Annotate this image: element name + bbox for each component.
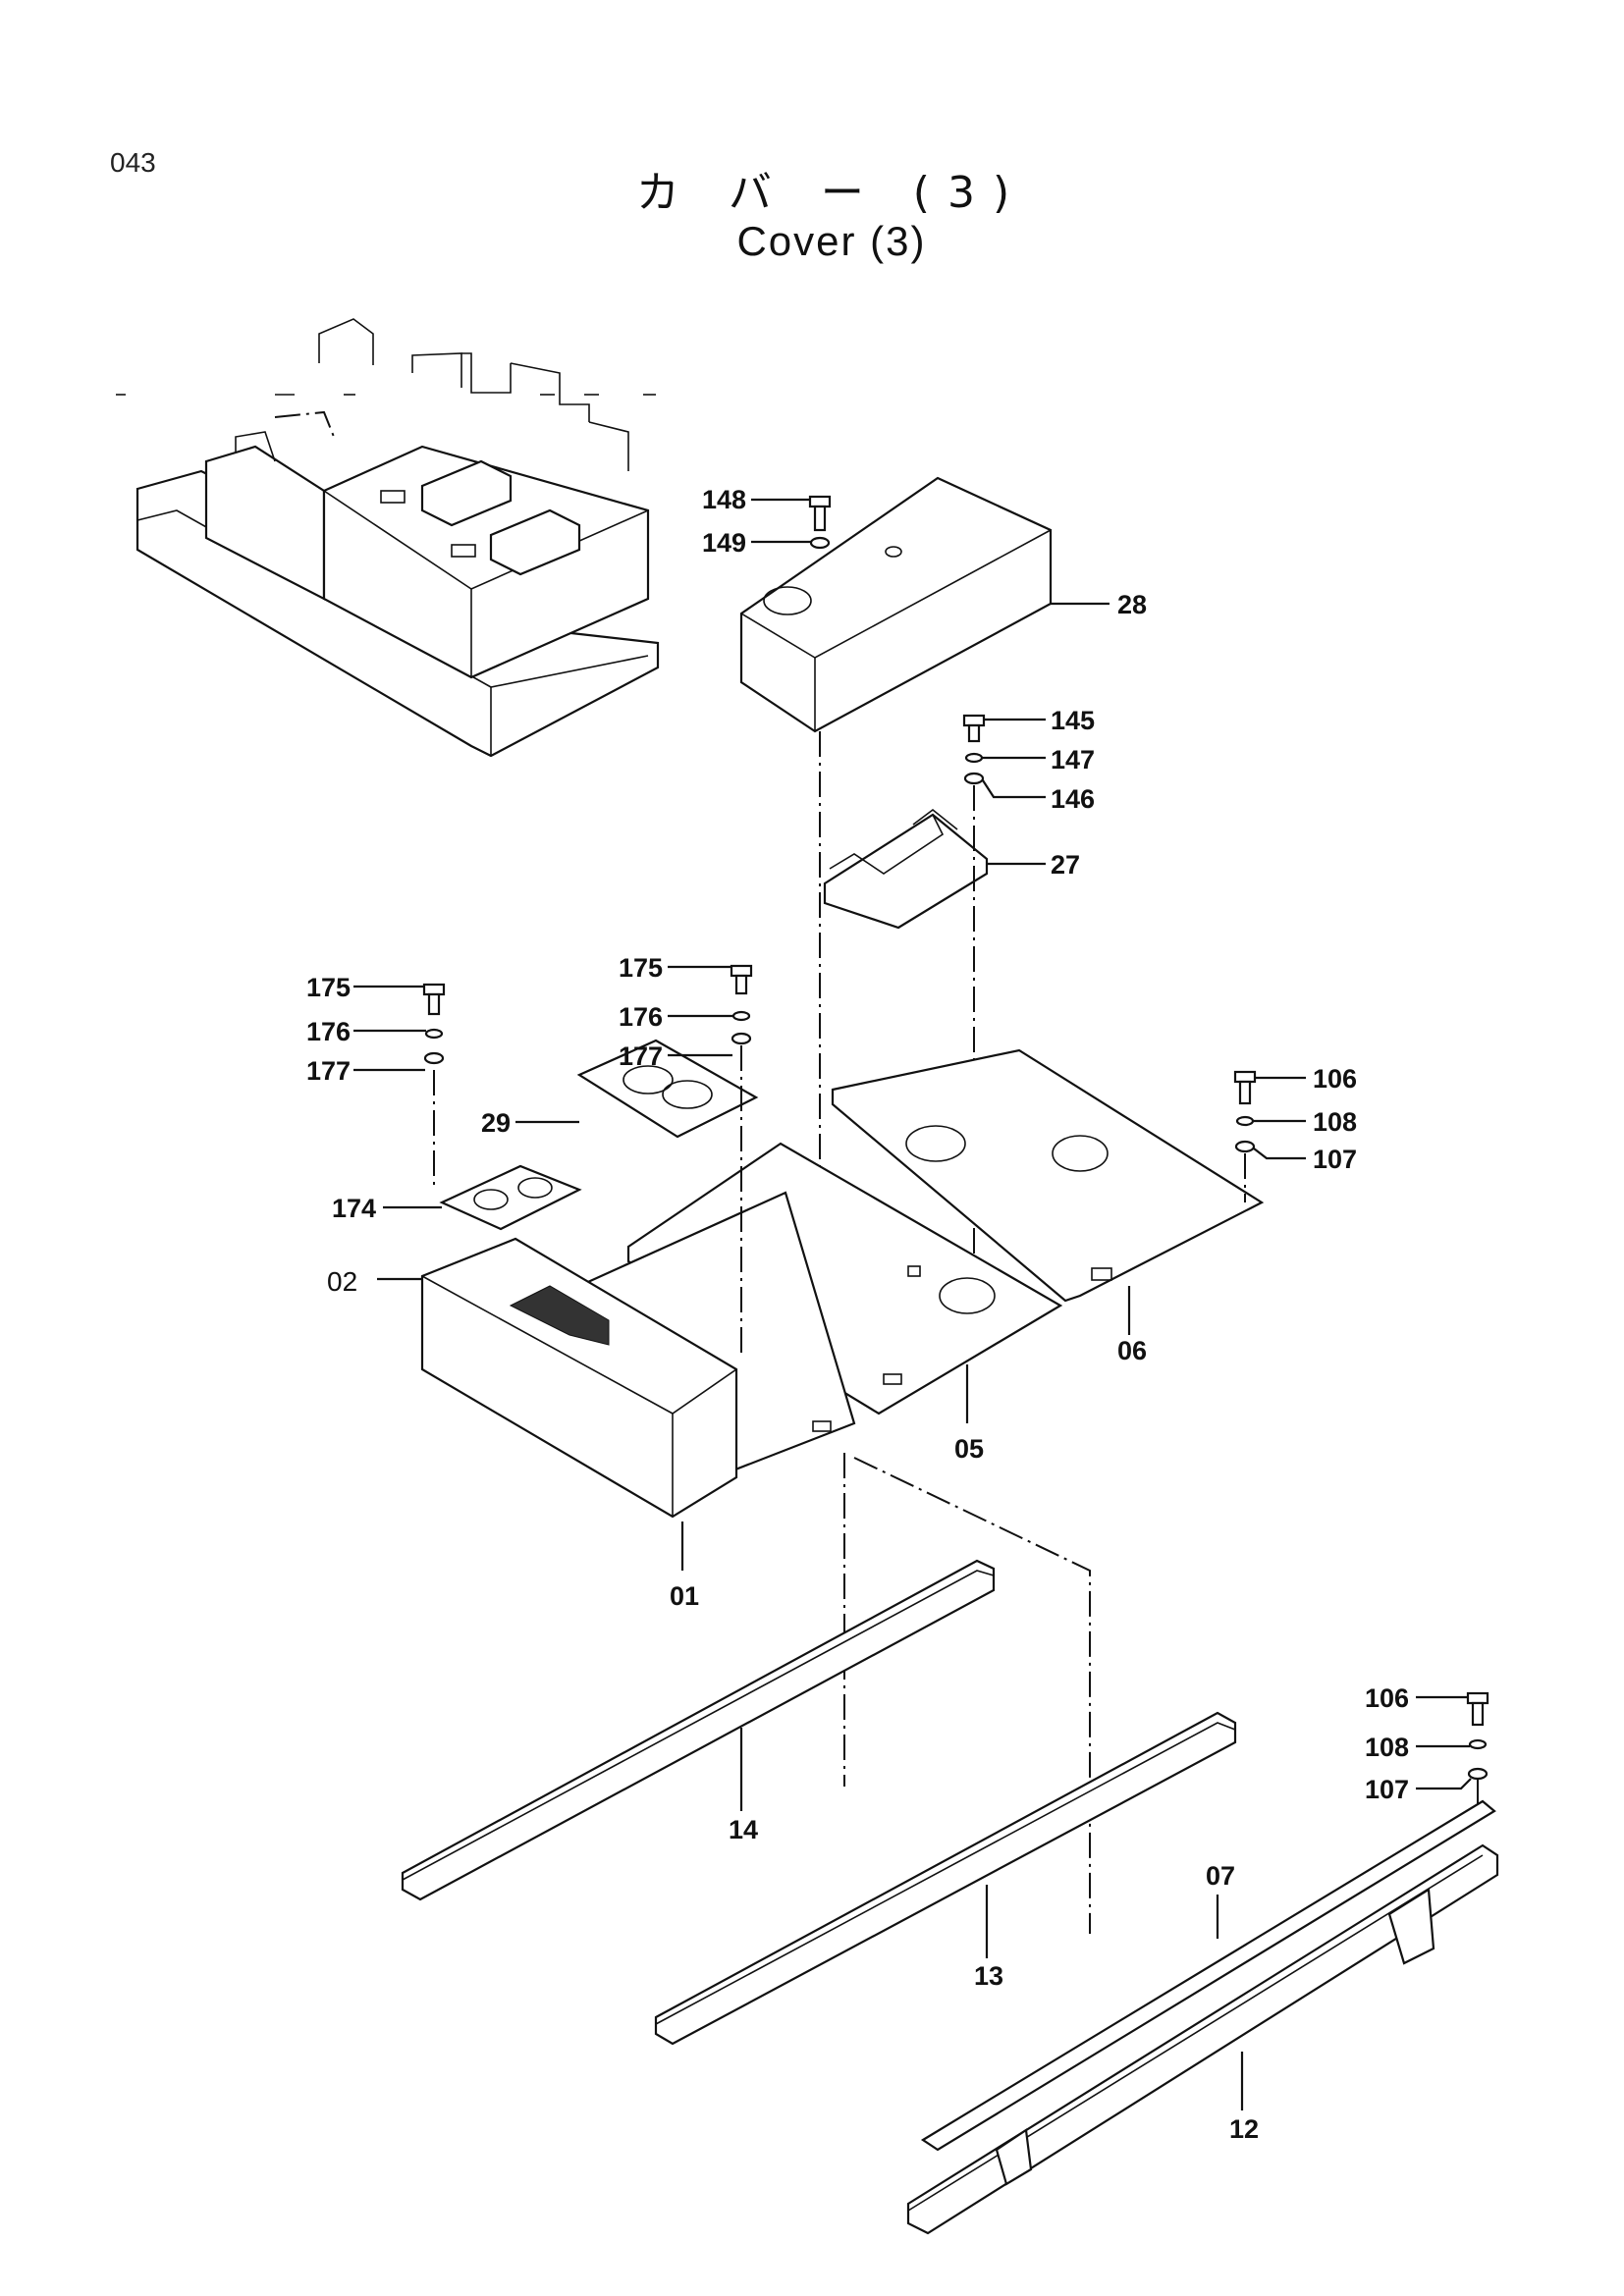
callout-02: 02 — [327, 1266, 357, 1297]
plate-174 — [383, 1164, 582, 1231]
box-cover-02 — [377, 1237, 738, 1519]
title-english: Cover (3) — [736, 218, 927, 264]
callout-145: 145 — [1051, 706, 1095, 735]
callout-149: 149 — [702, 528, 746, 558]
washer-147 — [964, 752, 1046, 764]
callout-108-lower: 108 — [1365, 1733, 1409, 1762]
washer-176-center — [668, 1010, 751, 1022]
washer-107-upper — [1234, 1140, 1306, 1160]
callout-176-center: 176 — [619, 1002, 663, 1032]
callout-05: 05 — [954, 1434, 984, 1464]
callout-148: 148 — [702, 485, 746, 514]
washer-108-lower — [1416, 1738, 1488, 1750]
bolt-148 — [751, 495, 832, 532]
washer-177-left — [353, 1051, 445, 1072]
rail-13 — [654, 1711, 1237, 2046]
rail-07 — [920, 1799, 1496, 2152]
bolt-106-lower — [1416, 1691, 1489, 1727]
title-japanese: カ バ ー (3) — [635, 168, 1028, 218]
plate-05 — [626, 1142, 1063, 1423]
callout-175-left: 175 — [306, 973, 351, 1002]
washer-176-left — [353, 1028, 444, 1040]
callout-106-upper: 106 — [1313, 1064, 1357, 1094]
callout-175-center: 175 — [619, 953, 663, 983]
callout-177-left: 177 — [306, 1056, 351, 1086]
page-number: 043 — [110, 147, 156, 178]
callout-107-lower: 107 — [1365, 1775, 1409, 1804]
bolt-106-upper — [1233, 1070, 1306, 1105]
callout-01: 01 — [670, 1581, 699, 1611]
washer-146 — [963, 772, 1046, 799]
callout-12: 12 — [1229, 2114, 1259, 2144]
callout-07: 07 — [1206, 1861, 1235, 1891]
bolt-175-left — [353, 983, 446, 1016]
callout-06: 06 — [1117, 1336, 1147, 1365]
callout-147: 147 — [1051, 745, 1095, 774]
callout-106-lower: 106 — [1365, 1683, 1409, 1713]
rail-14 — [401, 1559, 996, 1901]
callout-108-upper: 108 — [1313, 1107, 1357, 1137]
machine-overview-drawing — [116, 318, 660, 758]
callout-27: 27 — [1051, 850, 1080, 880]
callout-174: 174 — [332, 1194, 376, 1223]
bolt-145 — [962, 714, 1046, 743]
callout-14: 14 — [729, 1815, 758, 1844]
washer-177-center — [668, 1032, 752, 1057]
plate-06 — [831, 1048, 1265, 1335]
rail-12 — [906, 1843, 1499, 2235]
callout-146: 146 — [1051, 784, 1095, 814]
bracket-27 — [823, 808, 1046, 930]
callout-29: 29 — [481, 1108, 511, 1138]
callout-177-center: 177 — [619, 1041, 663, 1071]
callout-107-upper: 107 — [1313, 1145, 1357, 1174]
bolt-175-center — [668, 964, 753, 995]
top-cover-28 — [739, 476, 1110, 733]
washer-107-lower — [1416, 1767, 1489, 1790]
callout-13: 13 — [974, 1961, 1003, 1991]
washer-149 — [751, 536, 831, 550]
callout-176-left: 176 — [306, 1017, 351, 1046]
cover-29 — [515, 1039, 759, 1139]
callout-28: 28 — [1117, 590, 1147, 619]
washer-108-upper — [1235, 1115, 1306, 1127]
